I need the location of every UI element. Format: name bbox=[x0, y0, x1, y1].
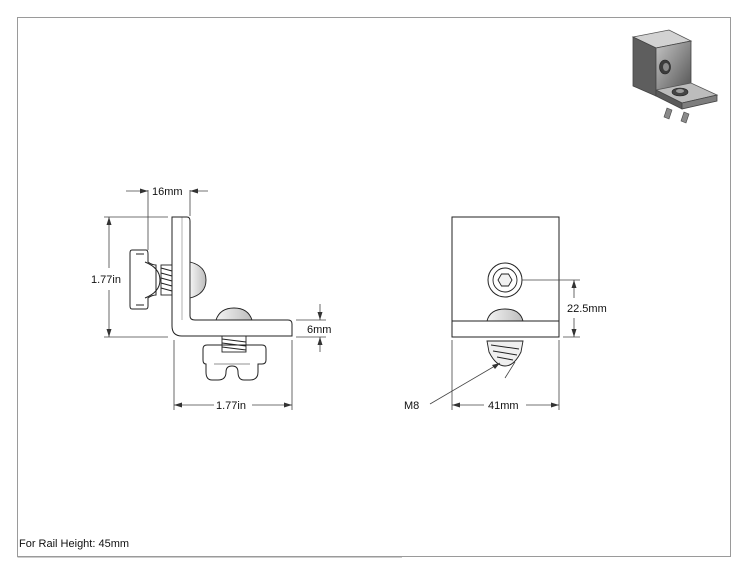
isometric-thumbnail bbox=[631, 29, 719, 124]
rail-height-note: For Rail Height: 45mm bbox=[19, 538, 130, 550]
drawing-border bbox=[17, 17, 731, 557]
dim-thickness-label: 6mm bbox=[307, 324, 331, 336]
dim-bottom-width-label: 1.77in bbox=[216, 400, 246, 412]
front-view-dimensions: 22.5mm 41mm M8 bbox=[404, 279, 607, 412]
dim-width-label: 41mm bbox=[488, 400, 519, 412]
side-view bbox=[129, 216, 293, 381]
front-view bbox=[429, 216, 560, 405]
dim-hole-height-label: 22.5mm bbox=[567, 303, 607, 315]
dim-16mm-label: 16mm bbox=[152, 186, 183, 198]
thread-size-label: M8 bbox=[404, 400, 419, 412]
side-view-dimensions: 16mm 1.77in 1.77in 6mm bbox=[91, 186, 331, 412]
dim-left-height-label: 1.77in bbox=[91, 274, 121, 286]
